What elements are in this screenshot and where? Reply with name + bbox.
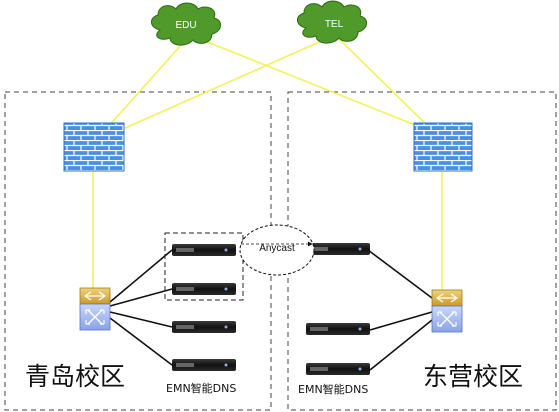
dns-server-left-3: [172, 321, 236, 333]
dns-label-right: EMN智能DNS: [298, 382, 368, 396]
dns-server-right-1: [306, 243, 370, 255]
core-switch-right: [431, 289, 463, 333]
campus-name-left: 青岛校区: [25, 362, 125, 391]
dns-links-right: [367, 249, 433, 371]
dns-links-left: [109, 249, 173, 366]
isp-links: [92, 34, 443, 292]
firewall-right: [413, 122, 473, 172]
dns-server-left-1: [172, 244, 236, 256]
tel-cloud: TEL: [297, 0, 367, 44]
anycast-group-box: [164, 232, 244, 301]
tel-cloud-label: TEL: [325, 19, 344, 30]
campus-name-right: 东营校区: [423, 362, 523, 391]
dns-server-left-4: [172, 359, 236, 371]
dns-server-left-2: [172, 283, 236, 295]
firewall-left: [63, 122, 125, 172]
edu-cloud-label: EDU: [175, 20, 196, 31]
dns-server-right-3: [306, 363, 370, 375]
dns-label-left: EMN智能DNS: [166, 381, 236, 395]
edu-cloud: EDU: [151, 2, 221, 46]
anycast-label: Anycast: [259, 243, 295, 254]
anycast-link: Anycast: [239, 224, 315, 276]
core-switch-left: [79, 287, 111, 331]
dns-server-right-2: [306, 323, 370, 335]
